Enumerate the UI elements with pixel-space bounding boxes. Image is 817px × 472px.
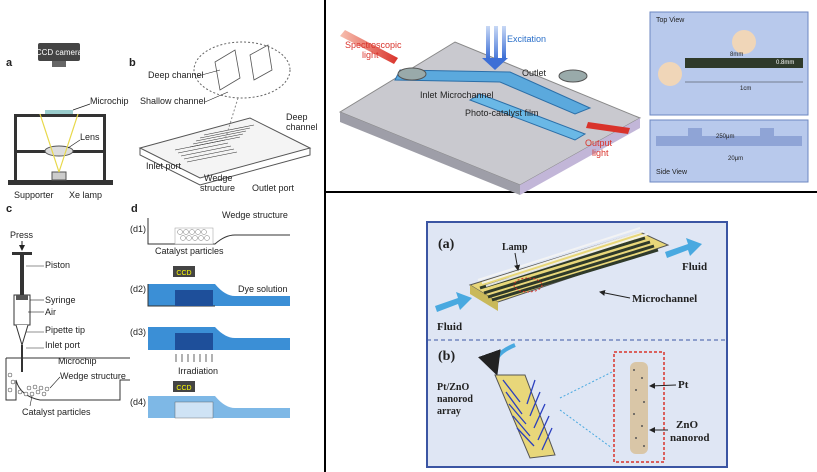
fluid-out-label: Fluid [682,261,707,273]
zoom-circle [193,41,291,99]
zno-label-1: ZnO [676,419,698,431]
outlet-cylinder [558,69,588,83]
br-b-label: (b) [438,349,455,364]
d1-label: (d1) [130,224,146,234]
dye-solution-label: Dye solution [238,284,288,294]
deep-channel-right-label-1: Deep [286,112,308,122]
panel-a-label: a [6,57,13,69]
inlet-tr-label: Inlet [420,90,438,100]
irradiation-label: Irradiation [178,366,218,376]
panel-d: d (d1) Wedge structure Catalyst particle… [130,203,290,419]
panel-a: a CCD camera Microchip Lens Supporter Xe… [6,43,129,200]
array-label-2: nanorod [437,394,473,405]
nanorod-zoom-box [613,351,665,463]
wedge-b-label-2: structure [200,183,235,193]
spectroscopic-label-1: Spectroscopic [345,40,402,50]
spectroscopic-label-2: light [362,50,379,60]
panel-b-label: b [129,57,136,69]
deep-channel-right-label-2: channel [286,122,318,132]
piston-rod [20,255,24,295]
fluid-in-label: Fluid [437,321,462,333]
top-view-label: Top View [656,17,685,24]
panel-d-label: d [131,203,138,215]
d4-label: (d4) [130,397,146,407]
dim-20um-label: 20μm [728,156,743,162]
side-view-box [649,119,809,183]
dim-250um-label: 250μm [716,134,734,140]
dim-08mm-label: 0.8mm [776,60,794,66]
inlet-port-c-label: Inlet port [45,340,81,350]
inlet-cylinder [397,67,427,81]
outlet-tr-label: Outlet [522,68,547,78]
photo-film-label: Photo-catalyst film [465,108,539,118]
output-light-label-2: light [592,148,609,158]
top-view-channel [685,58,803,68]
top-right-panel: Spectroscopic light Excitation Outlet In… [338,11,809,195]
ccd-camera-body [38,43,80,61]
wedge-c-label: Wedge structure [60,371,126,381]
panel-c: c Press Piston Syringe Air Pipette tip I… [5,203,130,417]
ccd-d4-label: CCD [176,385,191,392]
panel-c-label: c [6,203,12,215]
spectroscopic-arrow [340,30,398,64]
ccd-box-d2 [173,266,195,277]
d3-label: (d3) [130,327,146,337]
side-view-label: Side View [656,169,688,176]
outlet-port-b-label: Outlet port [252,183,295,193]
xe-lamp-icon [51,171,67,181]
microchip-a [45,110,73,114]
inlet-port-b-label: Inlet port [146,161,182,171]
ccd-camera-label: CCD camera [36,48,83,57]
output-light-arrow [586,122,630,134]
br-a-label: (a) [438,237,455,252]
excitation-arrows [482,26,508,70]
pipette-label: Pipette tip [45,325,85,335]
fluid-out-arrow [665,238,702,258]
zno-label-2: nanorod [670,432,710,444]
supporter-label: Supporter [14,190,54,200]
excitation-label: Excitation [507,34,546,44]
dim-8mm-label: 8mm [730,52,743,58]
xe-lamp-label: Xe lamp [69,190,102,200]
dim-1cm-label: 1cm [740,86,751,92]
microchip-c-label: Microchip [58,356,97,366]
press-label: Press [10,230,34,240]
catalyst-c-label: Catalyst particles [22,407,91,417]
shallow-channel-label: Shallow channel [140,96,206,106]
array-label-1: Pt/ZnO [437,382,469,393]
wedge-b-label-1: Wedge [204,173,232,183]
fluid-in-arrow [435,292,472,312]
array-label-3: array [437,406,461,417]
ccd-box-d4 [173,381,195,392]
deep-channel-top-label: Deep channel [148,70,204,80]
zoom-ellipse [513,277,543,293]
panel-b: b Deep channel Shallow channel Deep chan… [129,41,318,193]
ccd-d2-label: CCD [176,270,191,277]
microchannel-tr-label: Microchannel [440,90,494,100]
d2-label: (d2) [130,284,146,294]
zno-nanorod [630,362,648,454]
piston-label: Piston [45,260,70,270]
lens-icon [44,145,74,157]
microchip-a-label: Microchip [90,96,129,106]
lens-label: Lens [80,132,100,142]
wedge-d-label: Wedge structure [222,210,288,220]
pt-label: Pt [678,379,689,391]
catalyst-d-label: Catalyst particles [155,246,224,256]
lamp-label: Lamp [502,242,528,253]
syringe-label: Syringe [45,295,76,305]
microchannel-br-label: Microchannel [632,293,697,305]
bottom-right-panel: (a) Lamp Fluid Fluid Microchannel (b) [426,221,728,468]
output-light-label-1: Output [585,138,613,148]
air-label: Air [45,307,56,317]
